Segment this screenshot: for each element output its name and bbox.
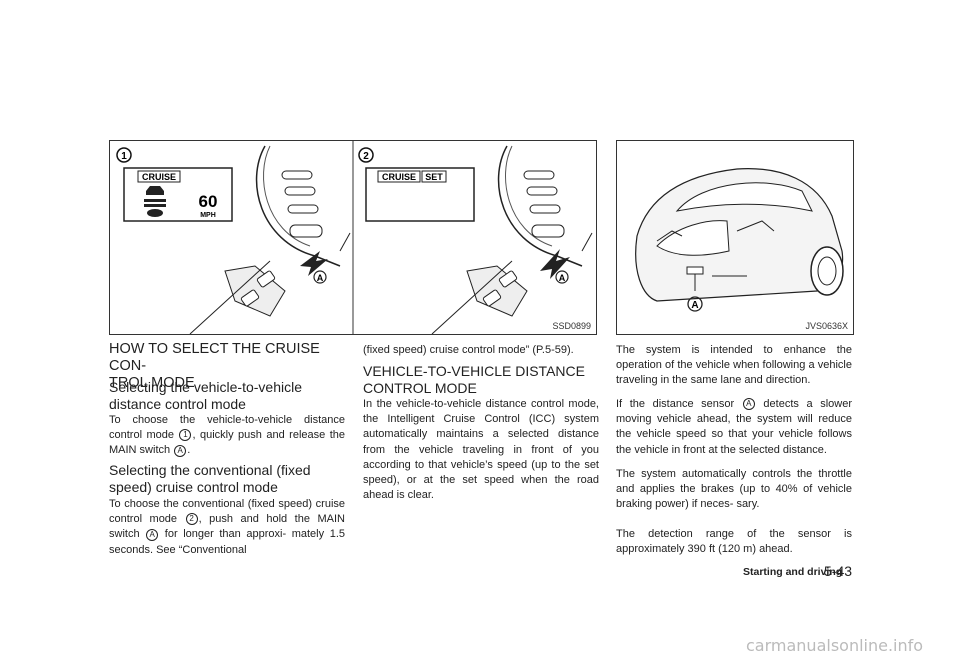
- car-sensor-illustration: A: [635, 168, 844, 312]
- paragraph-intent: The system is intended to enhance the op…: [616, 344, 852, 387]
- ref-marker-a3: A: [742, 398, 755, 411]
- panel1-marker: 1: [121, 151, 127, 162]
- subheading-conventional-mode: Selecting the conventional (fixed speed)…: [109, 462, 311, 495]
- ref-marker-a: A: [174, 444, 187, 457]
- paragraph-sensor: If the distance sensor A detects a slowe…: [616, 398, 852, 456]
- paragraph-range: The detection range of the sensor is app…: [616, 528, 852, 556]
- subheading-vehicle-mode: Selecting the vehicle-to-vehicle distanc…: [109, 379, 302, 412]
- ref-marker-1: 1: [179, 429, 192, 442]
- heading-distance-control: VEHICLE-TO-VEHICLE DISTANCE CONTROL MODE: [363, 363, 585, 396]
- panel2-label-a: A: [559, 273, 566, 283]
- panel1-unit: MPH: [200, 212, 216, 219]
- section-heading: HOW TO SELECT THE CRUISE CON- TROL MODE: [109, 341, 320, 391]
- panel2-cruise-text: CRUISE: [382, 172, 416, 182]
- cruise-switch-illustration: 1 CRUISE 60 MPH A 2 CRUISE SET: [116, 141, 593, 334]
- figure-code-left: SSD0899: [552, 321, 591, 331]
- panel1-speed: 60: [199, 192, 218, 211]
- paragraph-vehicle-mode: To choose the vehicle-to-vehicle distanc…: [109, 414, 346, 457]
- footer-section: Starting and driving: [743, 566, 843, 578]
- panel1-cruise-text: CRUISE: [142, 172, 176, 182]
- panel1-label-a: A: [317, 273, 324, 283]
- ref-marker-2: 2: [185, 513, 198, 526]
- panel2-set-text: SET: [425, 172, 443, 182]
- page-number: 5-43: [824, 563, 853, 579]
- figure-code-right: JVS0636X: [805, 321, 848, 331]
- paragraph-continuation: (fixed speed) cruise control mode” (P.5-…: [363, 344, 574, 356]
- figure-cruise-switch: 1 CRUISE 60 MPH A 2 CRUISE SET: [109, 140, 597, 335]
- paragraph-throttle: The system automatically controls the th…: [616, 468, 852, 511]
- figure-car-sensor: A JVS0636X: [616, 140, 854, 335]
- paragraph-distance-control: In the vehicle-to-vehicle distance contr…: [363, 398, 599, 502]
- watermark: carmanualsonline.info: [746, 636, 924, 655]
- paragraph-conventional-mode: To choose the conventional (fixed speed)…: [109, 498, 346, 556]
- car-label-a: A: [691, 300, 698, 311]
- ref-marker-a2: A: [146, 528, 159, 541]
- panel2-marker: 2: [363, 151, 369, 162]
